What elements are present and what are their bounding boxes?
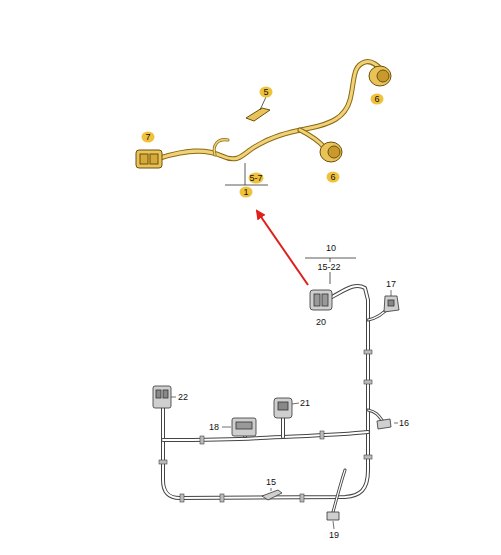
upper-harness bbox=[160, 62, 382, 159]
callout-number: 22 bbox=[177, 392, 189, 402]
bracket-lines bbox=[225, 97, 356, 284]
lower-connectors bbox=[153, 290, 399, 520]
callout-number: 10 bbox=[325, 243, 337, 253]
callout-number: 5 bbox=[260, 87, 273, 98]
red-arrow bbox=[257, 211, 308, 285]
callout-number: 7 bbox=[142, 132, 155, 143]
callout-number: 15-22 bbox=[316, 262, 341, 272]
callout-number: 15 bbox=[265, 477, 277, 487]
callout-number: 17 bbox=[385, 279, 397, 289]
callout-number: 19 bbox=[328, 530, 340, 540]
upper-connectors bbox=[136, 66, 391, 168]
lower-harness bbox=[163, 286, 390, 512]
callout-number: 6 bbox=[327, 172, 340, 183]
callout-number: 1 bbox=[240, 187, 253, 198]
leader-lines bbox=[171, 290, 399, 529]
lower-clips bbox=[159, 350, 372, 502]
callout-number: 6 bbox=[371, 94, 384, 105]
callout-number: 5-7 bbox=[248, 173, 263, 184]
callout-number: 21 bbox=[299, 398, 311, 408]
callout-number: 20 bbox=[315, 317, 327, 327]
callout-number: 18 bbox=[208, 422, 220, 432]
callout-number: 16 bbox=[398, 418, 410, 428]
